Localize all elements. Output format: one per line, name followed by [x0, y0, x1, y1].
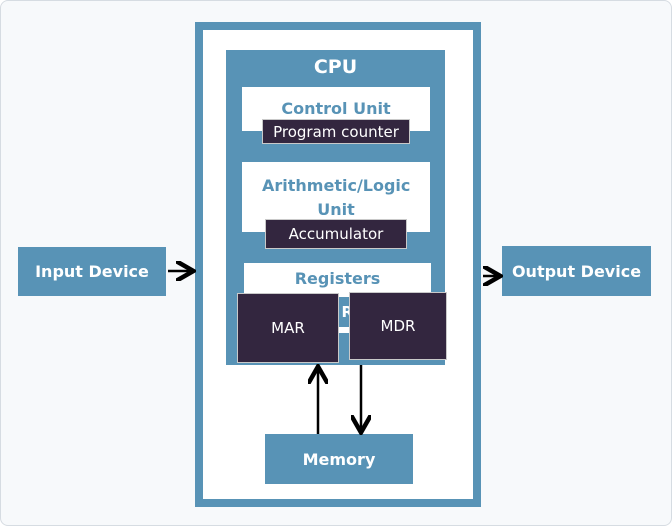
mar-box: MAR	[237, 293, 339, 363]
output-device-box: Output Device	[502, 246, 651, 296]
mdr-box: MDR	[349, 292, 447, 360]
program-counter-box: Program counter	[262, 119, 410, 144]
alu-box: Arithmetic/Logic Unit	[242, 162, 430, 232]
input-device-box: Input Device	[18, 247, 166, 296]
memory-box: Memory	[265, 434, 413, 484]
cpu-title: CPU	[313, 56, 358, 78]
accumulator-box: Accumulator	[265, 219, 407, 249]
